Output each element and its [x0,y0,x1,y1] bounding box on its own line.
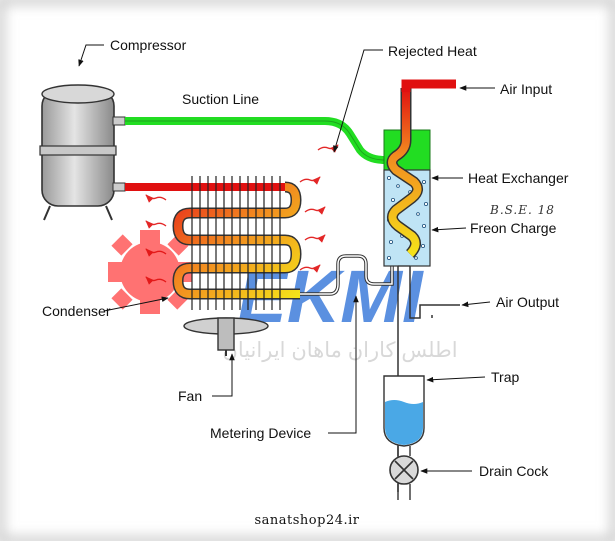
condenser-coil [172,176,302,310]
label-rejected-heat: Rejected Heat [388,43,477,59]
fan-icon [183,317,269,356]
label-bse-handwritten: B.S.E. 18 [489,203,555,217]
drain-cock-valve [389,455,419,500]
label-trap: Trap [491,369,519,385]
label-suction-line: Suction Line [182,91,259,107]
heat-exchanger [383,88,431,267]
label-condenser: Condenser [42,303,111,319]
leader-lines [78,44,495,474]
label-air-input: Air Input [500,81,552,97]
watermark-persian-text: اطلس کاران ماهان ایرانیان [222,339,457,363]
label-fan: Fan [178,388,202,404]
label-drain-cock: Drain Cock [479,463,549,479]
moisture-trap [383,375,425,456]
label-freon-charge: Freon Charge [470,220,557,236]
compressor [39,84,126,221]
label-compressor: Compressor [110,37,187,53]
label-metering-device: Metering Device [210,425,311,441]
footer-site-url: sanatshop24.ir [254,513,359,528]
air-input-pipe [401,79,456,92]
label-heat-exchanger: Heat Exchanger [468,170,569,186]
label-air-output: Air Output [496,294,559,310]
